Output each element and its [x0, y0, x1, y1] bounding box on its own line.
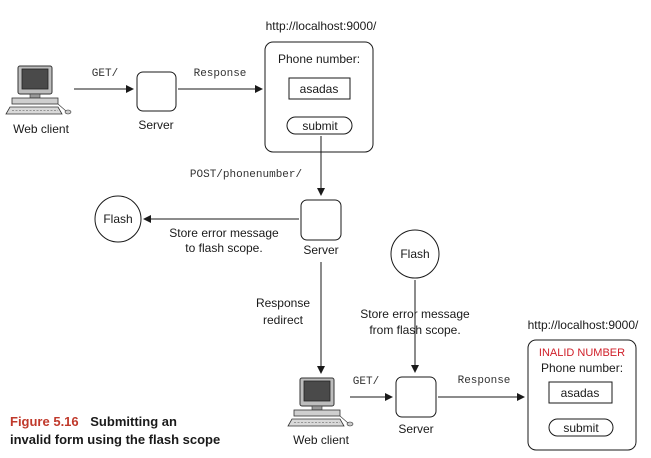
web-client-label-2: Web client: [293, 433, 349, 447]
web-client-computer-icon-2: [287, 377, 354, 427]
response-label: Response: [194, 68, 247, 80]
server-box: [136, 71, 177, 112]
figure-caption-line1: Figure 5.16 Submitting an: [10, 414, 177, 429]
server-box-3: [395, 376, 437, 418]
phone-number-label: Phone number:: [278, 52, 360, 66]
store-message-line1: Store error message: [169, 226, 279, 240]
store-from-line1: Store error message: [360, 307, 470, 321]
flash-circle: [94, 195, 142, 243]
response-label-2: Response: [458, 375, 511, 387]
submit-button-label: submit: [302, 119, 338, 133]
response-redirect-line1: Response: [256, 296, 310, 310]
phone-number-value-2: asadas: [561, 386, 600, 400]
phone-number-label-2: Phone number:: [541, 361, 623, 375]
post-label: POST/phonenumber/: [190, 169, 302, 181]
error-message: INALID NUMBER: [539, 347, 625, 359]
bottom-url: http://localhost:9000/: [528, 318, 639, 332]
server-label: Server: [138, 118, 173, 132]
get-label: GET/: [92, 68, 118, 80]
store-message-line2: to flash scope.: [185, 241, 262, 255]
phone-number-value: asadas: [300, 82, 339, 96]
figure-title-line2: invalid form using the flash scope: [10, 432, 220, 447]
phone-number-input[interactable]: [288, 77, 351, 100]
submit-button[interactable]: [286, 116, 353, 135]
phone-number-input-2[interactable]: [548, 381, 613, 404]
flash-label-2: Flash: [400, 247, 429, 261]
get-label-2: GET/: [353, 376, 379, 388]
web-client-computer-icon: [5, 65, 72, 115]
server-box-2: [300, 199, 342, 241]
submit-button-2[interactable]: [548, 418, 614, 437]
response-redirect-line2: redirect: [263, 313, 304, 327]
store-from-line2: from flash scope.: [369, 323, 460, 337]
web-client-label: Web client: [13, 122, 69, 136]
figure-number: Figure 5.16: [10, 414, 79, 429]
submit-button-label-2: submit: [563, 421, 599, 435]
figure-title-line1: Submitting an: [90, 414, 177, 429]
flash-circle-2: [390, 229, 440, 279]
top-url: http://localhost:9000/: [266, 19, 377, 33]
server-label-3: Server: [398, 422, 433, 436]
flash-label: Flash: [103, 212, 132, 226]
server-label-2: Server: [303, 243, 338, 257]
